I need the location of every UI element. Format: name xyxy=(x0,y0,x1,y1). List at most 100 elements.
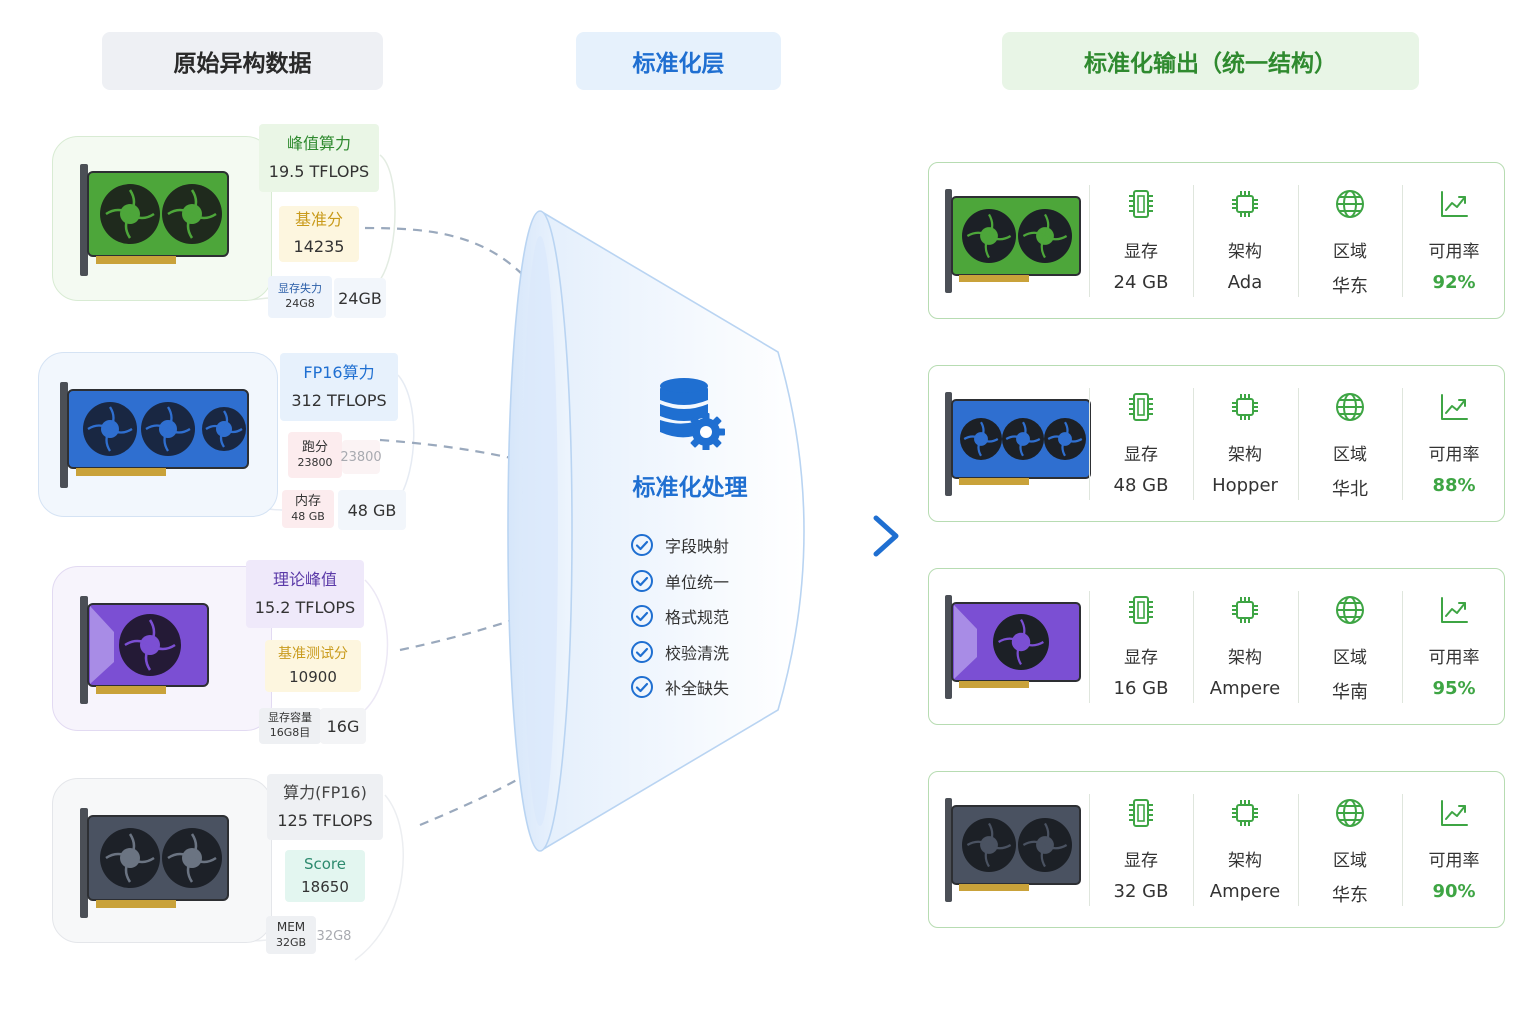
field-value: Hopper xyxy=(1212,475,1278,496)
memory-key: 显存容量 xyxy=(268,711,312,725)
score-key: 基准分 xyxy=(294,210,343,230)
compute-chip: 理论峰值 15.2 TFLOPS xyxy=(246,560,364,628)
divider xyxy=(1402,388,1403,500)
field-label: 区域 xyxy=(1333,242,1367,262)
database-gear-icon xyxy=(660,378,725,450)
score-value: 14235 xyxy=(293,237,345,256)
compute-chip: 峰值算力 19.5 TFLOPS xyxy=(259,124,379,192)
field-value: 90% xyxy=(1432,881,1476,902)
gpu-card-icon xyxy=(80,596,209,704)
divider xyxy=(1402,591,1403,703)
memory-chip-icon xyxy=(1125,188,1157,220)
score-value: 18650 xyxy=(301,878,349,896)
compute-key: 理论峰值 xyxy=(272,569,337,589)
score-value: 10900 xyxy=(289,667,337,686)
compute-key: 峰值算力 xyxy=(286,133,351,153)
memory-sub: 16G8目 xyxy=(269,726,311,739)
connector-arrow-2 xyxy=(379,438,552,468)
divider xyxy=(1298,388,1299,500)
compute-value: 312 TFLOPS xyxy=(291,390,387,410)
output-field-arch: 架构 Hopper xyxy=(1193,388,1297,500)
divider xyxy=(1089,591,1090,703)
divider xyxy=(1193,185,1194,297)
globe-icon xyxy=(1334,391,1366,423)
field-label: 显存 xyxy=(1124,648,1158,668)
globe-icon xyxy=(1334,797,1366,829)
divider xyxy=(1193,388,1194,500)
output-field-region: 区域华北 xyxy=(1298,388,1402,500)
trend-chart-icon xyxy=(1438,594,1470,626)
divider xyxy=(1298,794,1299,906)
memory-sub: 48 GB xyxy=(291,510,325,524)
gpu-card-icon xyxy=(943,390,1093,502)
trend-chart-icon xyxy=(1438,797,1470,829)
normalized-output-header: 标准化输出（统一结构） xyxy=(1002,32,1419,90)
processor-chip-icon xyxy=(1229,594,1261,626)
memory-faint-value: 32G8 xyxy=(316,928,352,944)
divider xyxy=(1402,185,1403,297)
gpu-card-icon xyxy=(80,164,229,276)
field-value: 92% xyxy=(1432,272,1476,293)
score-chip: 基准分 14235 xyxy=(279,206,359,262)
output-field-memory: 显存 16 GB xyxy=(1089,591,1193,703)
memory-chip-icon xyxy=(1125,391,1157,423)
field-value: 华东 xyxy=(1332,276,1368,297)
field-label: 区域 xyxy=(1333,851,1367,871)
step-item: 格式规范 xyxy=(630,603,729,629)
compute-chip: 算力(FP16) 125 TFLOPS xyxy=(267,774,383,840)
field-value: 24 GB xyxy=(1113,272,1169,293)
output-field-region: 区域华东 xyxy=(1298,185,1402,297)
step-item: 校验清洗 xyxy=(630,639,729,665)
score-key: Score xyxy=(303,854,346,873)
center-title: 标准化处理 xyxy=(632,475,748,501)
compute-chip: FP16算力 312 TFLOPS xyxy=(280,353,398,421)
memory-value: 16G xyxy=(320,708,366,744)
step-label: 格式规范 xyxy=(665,608,730,627)
field-value: 华北 xyxy=(1332,479,1368,500)
field-label: 显存 xyxy=(1124,242,1158,262)
check-circle-icon xyxy=(631,605,653,627)
gpu-card-icon xyxy=(60,382,249,488)
divider xyxy=(1298,591,1299,703)
field-label: 显存 xyxy=(1124,851,1158,871)
globe-icon xyxy=(1334,188,1366,220)
divider xyxy=(1193,591,1194,703)
trend-chart-icon xyxy=(1438,188,1470,220)
field-label: 区域 xyxy=(1333,648,1367,668)
divider xyxy=(1193,794,1194,906)
field-value: 48 GB xyxy=(1113,475,1169,496)
field-value: 16 GB xyxy=(1113,678,1169,699)
compute-key: 算力(FP16) xyxy=(283,782,367,802)
divider xyxy=(1298,185,1299,297)
compute-value: 15.2 TFLOPS xyxy=(254,597,356,617)
field-label: 可用率 xyxy=(1428,648,1480,668)
score-chip: Score 18650 xyxy=(285,850,365,902)
check-circle-icon xyxy=(631,676,653,698)
field-label: 架构 xyxy=(1228,445,1262,465)
score-key: 跑分 xyxy=(301,439,328,455)
step-item: 单位统一 xyxy=(630,568,729,594)
memory-chip: 显存容量 16G8目 xyxy=(259,708,321,744)
memory-key: 内存 xyxy=(294,493,321,509)
check-circle-icon xyxy=(631,641,653,663)
step-label: 校验清洗 xyxy=(665,644,730,663)
check-circle-icon xyxy=(631,534,653,556)
processor-chip-icon xyxy=(1229,188,1261,220)
divider xyxy=(1402,794,1403,906)
output-field-region: 区域华东 xyxy=(1298,794,1402,906)
field-value: 华南 xyxy=(1332,682,1368,703)
field-label: 架构 xyxy=(1228,851,1262,871)
field-label: 可用率 xyxy=(1428,445,1480,465)
output-field-memory: 显存 24 GB xyxy=(1089,185,1193,297)
compute-value: 125 TFLOPS xyxy=(277,810,373,830)
score-chip: 基准测试分 10900 xyxy=(265,640,361,692)
